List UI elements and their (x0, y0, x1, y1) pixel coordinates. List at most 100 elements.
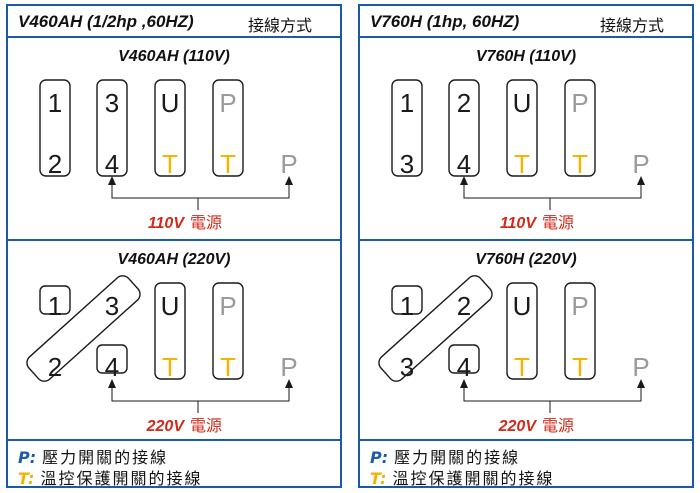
arrow-head (460, 379, 468, 388)
section-title: V760H (220V) (475, 251, 577, 268)
terminal-box (212, 282, 244, 380)
terminal-label: 3 (105, 88, 119, 118)
terminal-label: T (220, 352, 236, 382)
terminal-label: U (161, 88, 180, 118)
terminal-box (564, 282, 596, 380)
terminal-label: 1 (400, 291, 414, 321)
arrow-head (637, 176, 645, 185)
legend-p-key: P: (18, 448, 37, 467)
arrow-head (285, 176, 293, 185)
arrow-head (108, 379, 116, 388)
legend-t: T: 溫控保護開關的接線 (18, 465, 202, 489)
legend-t-key: T: (18, 469, 35, 488)
terminal-label: 1 (400, 88, 414, 118)
supply-wire (463, 381, 642, 402)
panel-header: V760H (1hp, 60HZ) 接線方式 (360, 6, 692, 38)
legend-p-text: 壓力開關的接線 (42, 448, 169, 467)
terminal-label: 2 (48, 149, 62, 179)
terminal-label: U (513, 291, 532, 321)
model-title: V460AH (1/2hp ,60HZ) (18, 12, 194, 31)
terminal-box (39, 79, 71, 177)
terminal-box (448, 344, 480, 374)
power-voltage: 110V (148, 215, 186, 232)
terminal-label: 3 (400, 352, 414, 382)
terminal-label: U (161, 291, 180, 321)
legend-t: T:溫控保護開關的接線 (370, 465, 554, 489)
terminal-box (506, 79, 538, 177)
legend-p: P: 壓力開關的接線 (370, 444, 520, 468)
supply-wire (463, 178, 642, 199)
jumper-link (378, 275, 493, 382)
terminal-label: P (219, 291, 236, 321)
legend-p: P: 壓力開關的接線 (18, 444, 168, 468)
model-title: V760H (1hp, 60HZ) (370, 12, 520, 31)
power-voltage: 110V (500, 215, 538, 232)
power-source-label: 電源 (542, 416, 574, 435)
terminal-label: 4 (105, 149, 119, 179)
legend: P: 壓力開關的接線 T:溫控保護開關的接線 (360, 441, 692, 489)
terminal-label: P (632, 352, 649, 382)
terminal-box (96, 344, 128, 374)
legend-p-text: 壓力開關的接線 (394, 448, 521, 467)
terminal-label: P (571, 88, 588, 118)
terminal-box (154, 79, 186, 177)
terminal-box (212, 79, 244, 177)
terminal-label: 4 (457, 352, 471, 382)
terminal-label: P (280, 352, 297, 382)
power-voltage: 220V (498, 418, 538, 435)
panel-header: V460AH (1/2hp ,60HZ) 接線方式 (8, 6, 340, 38)
terminal-label: 4 (105, 352, 119, 382)
terminal-label: 4 (457, 149, 471, 179)
terminal-label: T (162, 352, 178, 382)
arrow-head (460, 176, 468, 185)
jumper-link (26, 275, 141, 382)
terminal-label: T (220, 149, 236, 179)
section-title: V460AH (110V) (118, 48, 230, 65)
legend: P: 壓力開關的接線 T: 溫控保護開關的接線 (8, 441, 340, 489)
terminal-label: T (572, 352, 588, 382)
terminal-label: T (162, 149, 178, 179)
terminal-box (391, 285, 423, 315)
terminal-label: 1 (48, 88, 62, 118)
arrow-head (285, 379, 293, 388)
terminal-label: T (514, 149, 530, 179)
legend-p-key: P: (370, 448, 389, 467)
power-voltage: 220V (146, 418, 186, 435)
terminal-label: P (632, 149, 649, 179)
terminal-label: 2 (48, 352, 62, 382)
terminal-label: T (572, 149, 588, 179)
wiring-method-label: 接線方式 (599, 16, 664, 35)
terminal-label: 1 (48, 291, 62, 321)
legend-t-key: T: (370, 469, 387, 488)
terminal-box (506, 282, 538, 380)
terminal-label: T (514, 352, 530, 382)
terminal-box (564, 79, 596, 177)
terminal-label: P (219, 88, 236, 118)
terminal-box (154, 282, 186, 380)
terminal-label: 2 (457, 88, 471, 118)
terminal-box (39, 285, 71, 315)
legend-t-text: 溫控保護開關的接線 (40, 469, 203, 488)
terminal-label: 2 (457, 291, 471, 321)
power-source-label: 電源 (542, 213, 574, 232)
arrow-head (108, 176, 116, 185)
arrow-head (637, 379, 645, 388)
section-title: V460AH (220V) (117, 251, 231, 268)
terminal-label: P (280, 149, 297, 179)
terminal-label: U (513, 88, 532, 118)
wiring-panel-v460ah: V460AH (1/2hp ,60HZ) 接線方式 V460AH (110V) … (6, 4, 342, 488)
terminal-label: 3 (105, 291, 119, 321)
supply-wire (111, 178, 290, 199)
wiring-method-label: 接線方式 (247, 16, 312, 35)
terminal-label: P (571, 291, 588, 321)
supply-wire (111, 381, 290, 402)
